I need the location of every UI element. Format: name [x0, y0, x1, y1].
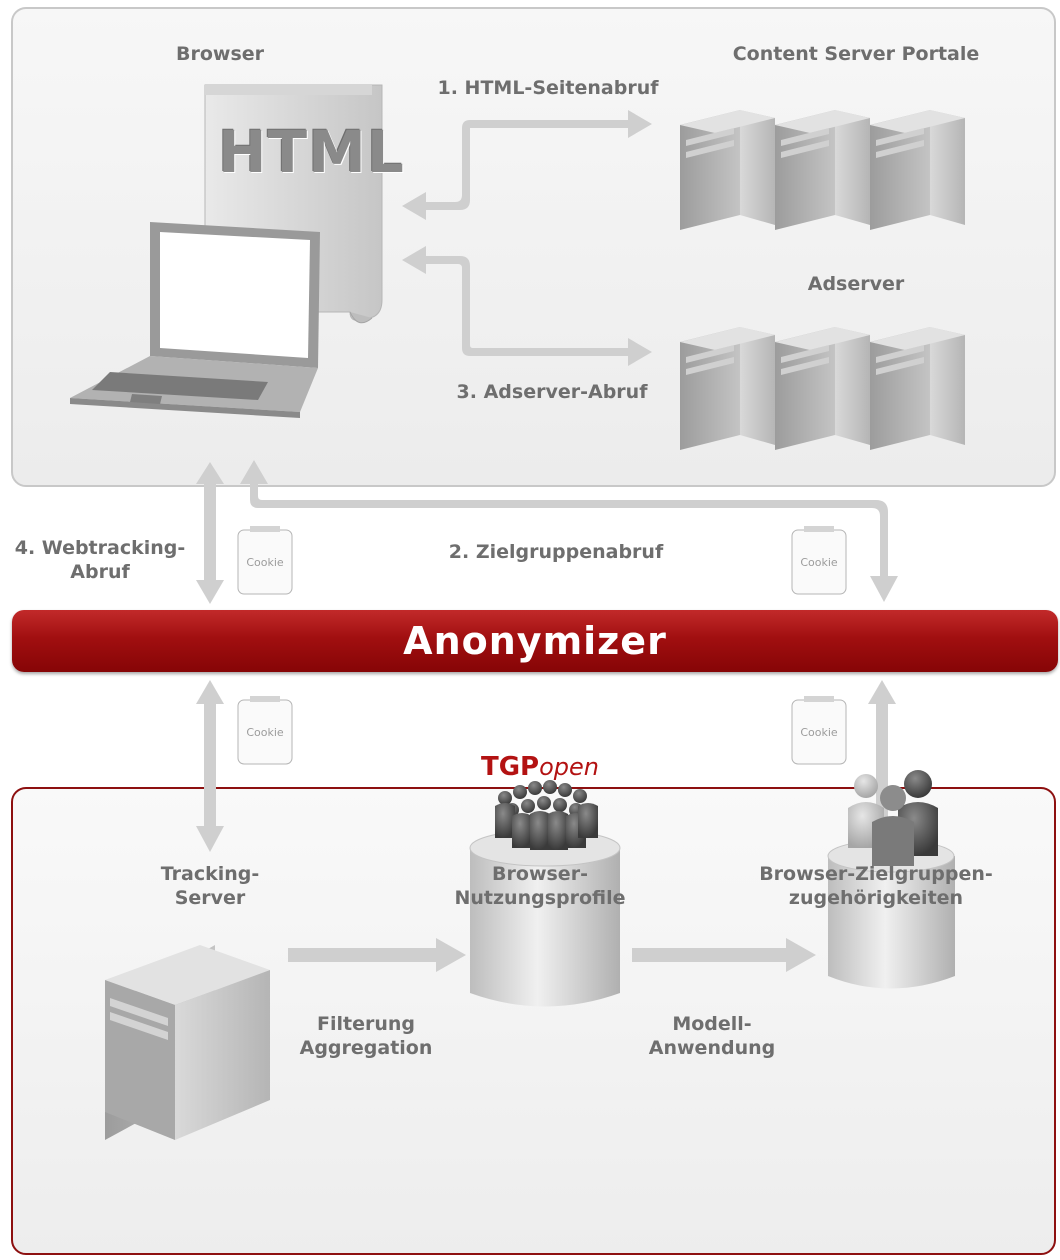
adserver-request-arrow: [402, 246, 652, 366]
adserver-icon: [775, 327, 870, 450]
laptop-icon: [70, 222, 320, 418]
usage-profiles-label-line1: Browser-: [492, 863, 588, 885]
webtracking-arrow-lower: [196, 680, 224, 852]
tgp-logo-bold: TGP: [480, 752, 540, 782]
cookie-icon: Cookie: [237, 526, 293, 595]
affiliation-label-line2: zugehörigkeiten: [788, 887, 964, 909]
target-group-arrow: [240, 460, 898, 602]
affiliation-database-icon: [827, 770, 955, 989]
filter-label-line1: Filterung: [316, 1013, 415, 1035]
adserver-icon: [870, 327, 965, 450]
tgp-logo-italic: open: [539, 753, 600, 781]
content-server-icon: [680, 110, 775, 230]
tgp-open-logo: TGPopen: [481, 752, 599, 782]
affiliation-label-line1: Browser-Zielgruppen-: [759, 863, 993, 885]
adserver-label: Adserver: [807, 273, 905, 295]
browser-label: Browser: [175, 43, 265, 65]
model-label-line2: Anwendung: [648, 1037, 776, 1059]
tracking-server-label-line1: Tracking-: [160, 863, 260, 885]
filter-arrow: [288, 938, 466, 972]
html-request-label: 1. HTML-Seitenabruf: [437, 77, 659, 99]
content-server-icon: [775, 110, 870, 230]
filter-aggregation-label: Filterung Aggregation: [300, 1012, 433, 1060]
model-application-label: Modell- Anwendung: [649, 1012, 775, 1060]
anonymizer-label: Anonymizer: [403, 619, 667, 663]
html-request-arrow: [402, 110, 652, 220]
anonymizer-bar: Anonymizer: [12, 610, 1058, 672]
model-arrow: [632, 938, 816, 972]
usage-profiles-label: Browser- Nutzungsprofile: [454, 862, 625, 910]
tracking-server-icon: [105, 945, 270, 1140]
usage-profiles-label-line2: Nutzungsprofile: [454, 887, 626, 909]
tracking-server-label-line2: Server: [174, 887, 246, 909]
cookie-icon: Cookie: [237, 696, 293, 765]
webtracking-label: 4. Webtracking- Abruf: [15, 536, 186, 584]
webtracking-label-line2: Abruf: [70, 561, 130, 583]
model-label-line1: Modell-: [672, 1013, 752, 1035]
adserver-icon: [680, 327, 775, 450]
cookie-icon: Cookie: [791, 526, 847, 595]
tracking-server-label: Tracking- Server: [161, 862, 260, 910]
content-server-label: Content Server Portale: [732, 43, 980, 65]
html-document-text: HTML: [218, 118, 405, 186]
content-server-icon: [870, 110, 965, 230]
affiliation-label: Browser-Zielgruppen- zugehörigkeiten: [759, 862, 993, 910]
cookie-icon: Cookie: [791, 696, 847, 765]
profiles-database-icon: [469, 780, 621, 1007]
webtracking-label-line1: 4. Webtracking-: [14, 537, 186, 559]
svg-text:Cookie: Cookie: [246, 726, 284, 739]
webtracking-arrow-upper: [196, 462, 224, 604]
adserver-request-label: 3. Adserver-Abruf: [456, 381, 648, 403]
svg-text:Cookie: Cookie: [246, 556, 284, 569]
svg-text:Cookie: Cookie: [800, 726, 838, 739]
filter-label-line2: Aggregation: [299, 1037, 433, 1059]
svg-text:Cookie: Cookie: [800, 556, 838, 569]
target-group-request-label: 2. Zielgruppenabruf: [448, 541, 664, 563]
